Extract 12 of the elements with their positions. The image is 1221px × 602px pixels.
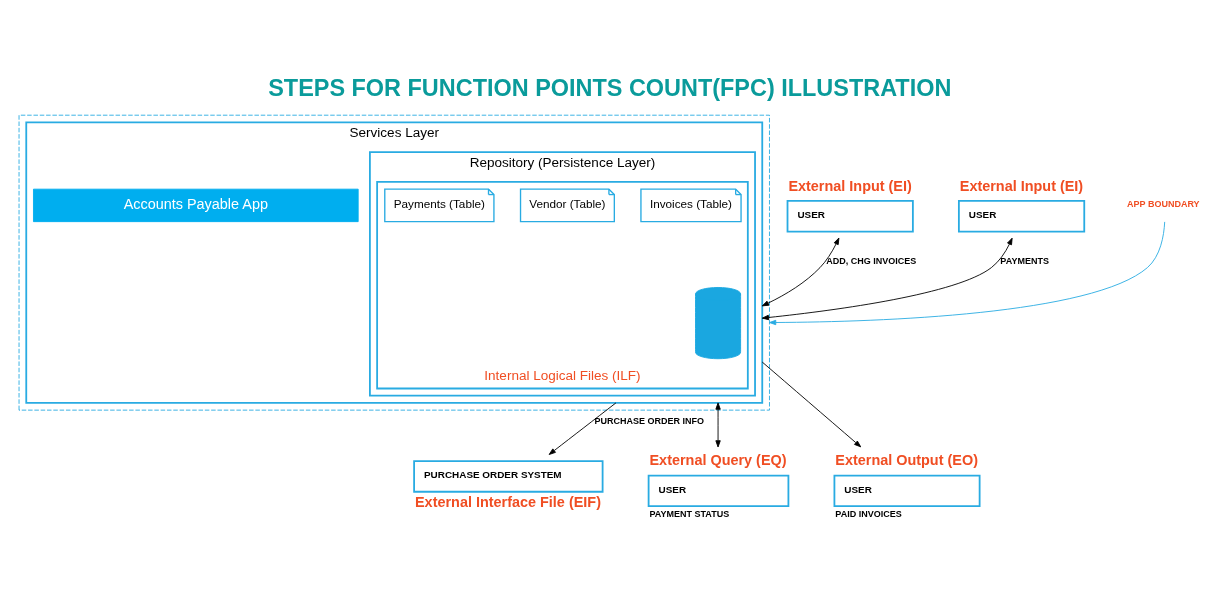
edge-label: PAYMENTS	[1000, 256, 1049, 267]
node-label: PAID INVOICES	[835, 509, 902, 520]
diagram-title: STEPS FOR FUNCTION POINTS COUNT(FPC) ILLUSTRATION	[268, 75, 952, 102]
edge-label: PURCHASE ORDER INFO	[594, 415, 705, 426]
node-label: External Output (EO)	[835, 452, 978, 469]
edge-label: ADD, CHG INVOICES	[826, 256, 917, 267]
node-label: External Input (EI)	[959, 177, 1084, 194]
node-label: External Interface File (EIF)	[415, 493, 601, 510]
node-label: External Query (EQ)	[649, 452, 787, 469]
node-label: PAYMENT STATUS	[649, 509, 730, 520]
node-label: External Input (EI)	[788, 177, 912, 194]
node-text: APP BOUNDARY	[1127, 198, 1200, 209]
